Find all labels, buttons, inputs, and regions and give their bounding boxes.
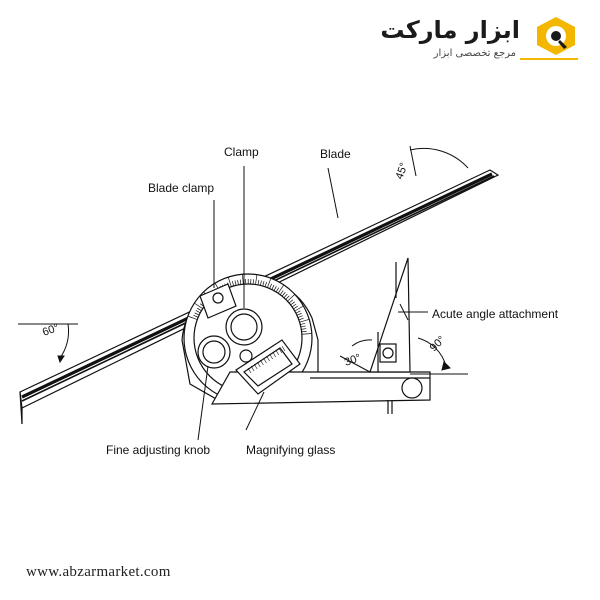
label-magnifying-glass: Magnifying glass [246,443,335,457]
angle-guides [18,145,469,375]
dial-tick [267,278,272,288]
hexagon-gear-logo-icon [537,17,575,55]
angle-label-30: 30° [343,352,363,369]
footer-url[interactable]: www.abzarmarket.com [26,564,171,580]
magnifying-glass [235,339,301,395]
dial-tick [279,290,284,295]
dial-tick [271,284,275,290]
dial-tick [227,277,232,287]
dial-tick [194,302,203,309]
brand-logo: ابزار مارکت مرجع تخصصی ابزار [378,14,578,70]
angle-label-45: 45° [394,161,411,181]
dial-tick [301,328,307,330]
vernier-tick [281,345,286,352]
dial-tick [259,280,262,286]
brand-underline [520,58,578,60]
vernier-tick [278,347,283,354]
vernier-tick [263,357,267,364]
clamp-knob [225,308,263,346]
leader-lines [197,166,428,441]
dial-tick [242,274,244,285]
dial-tick [296,312,302,316]
fine-adjusting-knob [197,335,253,369]
dial-tick [295,310,301,314]
dial-tick [187,315,198,320]
dial-tick [281,292,286,297]
dial-tick [287,294,296,302]
dial-tick [196,307,202,311]
vernier-tick [269,353,273,360]
dial-tick [298,317,304,321]
dial-tick [269,283,272,289]
dial-tick [285,295,290,300]
dial-tick [299,318,310,323]
label-blade-clamp: Blade clamp [148,181,214,195]
dial-tick [264,281,267,287]
blade-clamp-block [199,283,237,319]
vernier-tick [275,349,280,356]
vernier-tick [247,367,252,374]
dial-tick [300,322,306,325]
brand-tagline: مرجع تخصصی ابزار [433,48,516,59]
dial-tick [291,303,297,308]
dial-tick [277,284,285,294]
label-fine-adjusting-knob: Fine adjusting knob [106,443,210,457]
dial-tick [257,279,260,285]
dial-tick [290,301,295,306]
vernier-ticks [247,345,286,374]
vernier-tick [266,355,270,362]
vernier-tick [253,363,258,370]
vernier-tick [250,365,255,372]
dial-tick [194,312,200,316]
label-blade: Blade [320,147,351,161]
dial-tick [297,315,303,318]
dial-tick [294,305,304,312]
dial-tick [301,330,307,333]
dial-tick [239,279,242,285]
dial-tick [255,274,258,285]
angle-label-60: 60° [41,322,61,339]
dial-tick [234,280,237,286]
dial-tick [273,286,277,291]
dial-tick [293,305,298,310]
acute-angle-attachment [369,257,411,373]
angle-label-90: 90° [428,334,448,354]
dial-tick [231,281,234,287]
vernier-tick [257,361,261,368]
dial-tick [237,279,239,285]
dial-tick [193,315,199,318]
vernier-tick [260,359,264,366]
dial-tick [262,281,265,287]
dial-tick [275,287,280,293]
dial-tick [195,310,201,314]
label-acute-angle-attachment: Acute angle attachment [432,307,559,321]
dial-tick [288,299,294,304]
dial-tick [301,333,312,335]
dial-tick [300,325,306,328]
vernier-tick [272,351,276,358]
brand-name: ابزار مارکت [380,16,520,44]
label-clamp: Clamp [224,145,259,159]
dial-tick [283,293,288,298]
